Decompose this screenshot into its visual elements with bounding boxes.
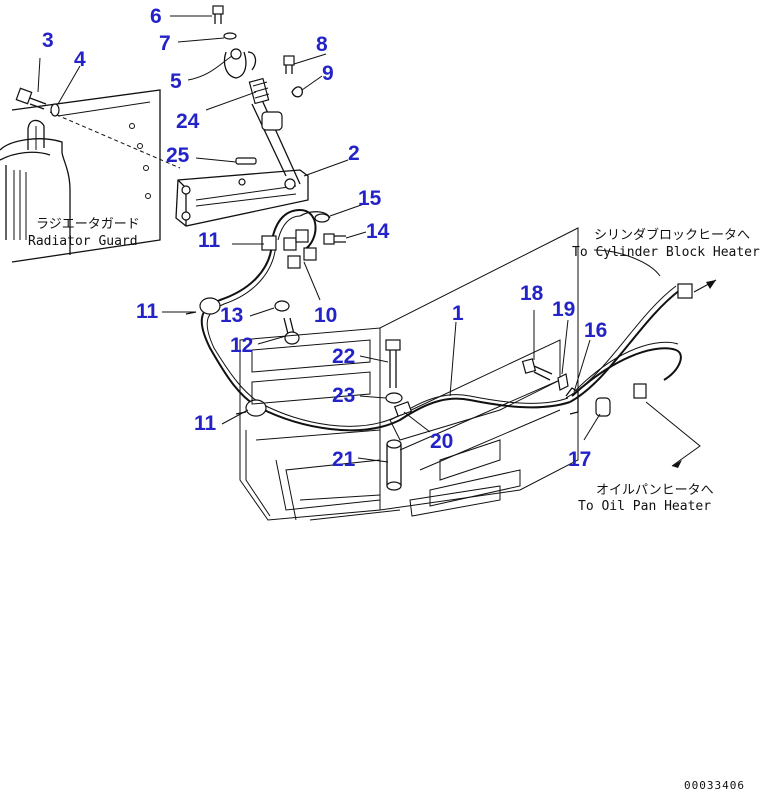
callout-11-upper: 11	[198, 229, 221, 252]
bolt-3-drawing	[15, 87, 47, 110]
callout-7: 7	[159, 32, 171, 55]
callout-10: 10	[314, 304, 337, 327]
radiator-guard-label-jp: ラジエータガード	[36, 217, 140, 232]
clamp-5-drawing	[223, 48, 257, 79]
fitting-24-drawing	[248, 77, 283, 131]
callout-1: 1	[452, 302, 464, 325]
callout-21: 21	[332, 448, 356, 471]
callout-22: 22	[332, 345, 355, 368]
clamp-11-upper-drawing	[261, 235, 277, 251]
washer-19-drawing	[557, 373, 569, 391]
callout-18: 18	[520, 282, 544, 305]
cylinder-block-label-en: To Cylinder Block Heater	[572, 245, 760, 260]
callout-20: 20	[430, 430, 453, 453]
oil-pan-label-jp: オイルパンヒータへ	[596, 483, 714, 498]
bolt-14-drawing	[323, 233, 346, 245]
callout-14: 14	[366, 220, 390, 243]
callout-4: 4	[74, 48, 86, 71]
washer-9-drawing	[291, 86, 303, 98]
radiator-guard-drawing	[0, 89, 181, 263]
callout-25: 25	[166, 144, 190, 167]
oil-pan-arrow	[645, 401, 701, 468]
callout-11-lower: 11	[194, 412, 217, 435]
oil-pan-label-en: To Oil Pan Heater	[578, 499, 711, 514]
washer-23-drawing	[385, 392, 403, 404]
washer-13-drawing	[274, 300, 290, 312]
heater-cable-1-drawing	[200, 243, 682, 432]
cylinder-block-connector-drawing	[677, 283, 693, 299]
callout-5: 5	[170, 70, 182, 93]
document-id: 00033406	[684, 779, 745, 792]
callout-16: 16	[584, 319, 607, 342]
callout-3: 3	[42, 29, 54, 52]
bolt-18-drawing	[521, 358, 553, 381]
leader-lines	[37, 15, 601, 463]
bolt-22-drawing	[385, 339, 401, 388]
callout-17: 17	[568, 448, 591, 471]
bolt-6-drawing	[212, 5, 224, 24]
bracket-16-drawing	[565, 387, 579, 415]
bolt-8-drawing	[283, 55, 295, 74]
clip-20-drawing	[393, 401, 413, 417]
oil-pan-connector-drawing	[633, 383, 647, 399]
harness-connector-10-drawing	[271, 208, 331, 269]
callout-12: 12	[230, 334, 253, 357]
callout-8: 8	[316, 33, 328, 56]
callout-6: 6	[150, 5, 162, 28]
washer-4-drawing	[50, 103, 60, 117]
callout-9: 9	[322, 62, 334, 85]
engine-block-outline	[239, 227, 579, 521]
cylinder-block-label-jp: シリンダブロックヒータへ	[594, 227, 750, 243]
grommet-17-drawing	[595, 397, 611, 417]
washer-15-drawing	[314, 213, 330, 223]
callout-2: 2	[348, 142, 360, 165]
radiator-guard-label-en: Radiator Guard	[28, 234, 138, 249]
washer-7-drawing	[223, 32, 237, 40]
callout-13: 13	[220, 304, 243, 327]
bolt-12-drawing	[283, 317, 300, 345]
pin-25-drawing	[235, 157, 257, 165]
bracket-2-drawing	[175, 99, 309, 227]
callout-15: 15	[358, 187, 382, 210]
callout-24: 24	[176, 110, 200, 133]
callout-11-middle: 11	[136, 300, 159, 323]
callout-19: 19	[552, 298, 575, 321]
spacer-21-drawing	[386, 439, 402, 491]
cylinder-block-arrow	[593, 249, 717, 293]
callout-23: 23	[332, 384, 355, 407]
